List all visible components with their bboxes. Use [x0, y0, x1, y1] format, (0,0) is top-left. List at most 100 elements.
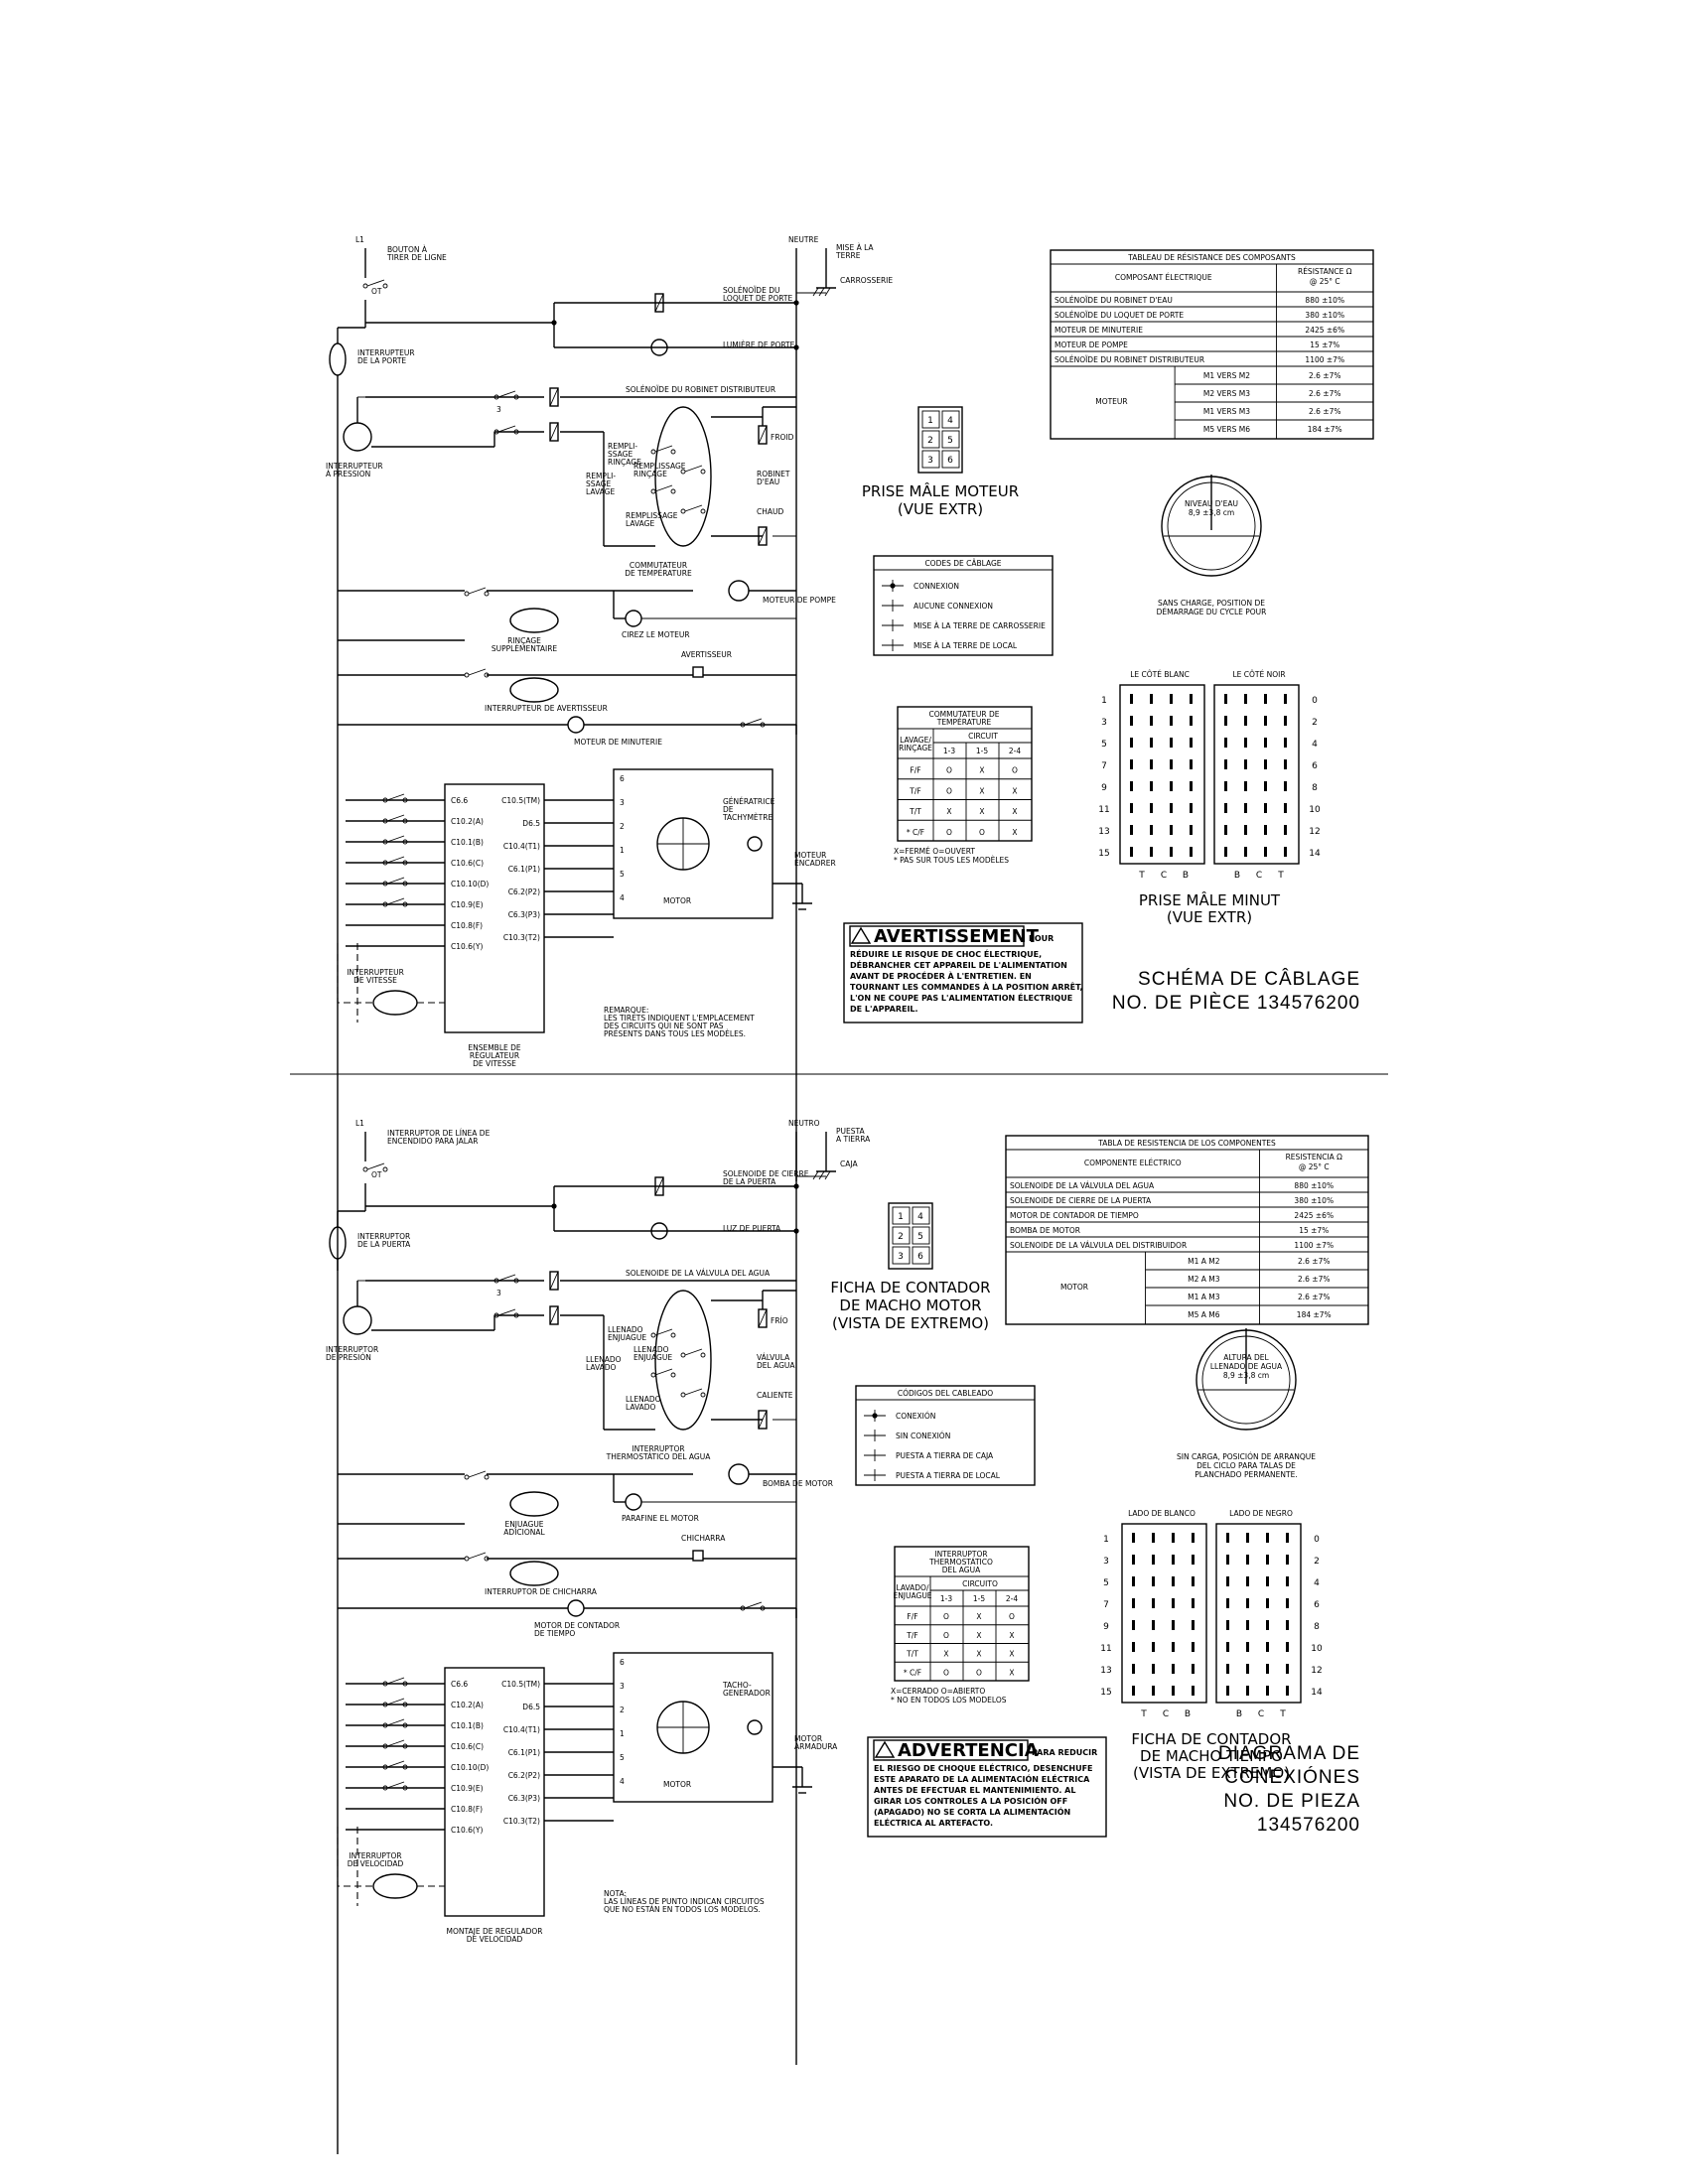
extra-rinse-label: RINÇAGE	[507, 636, 541, 645]
timer-pin	[1190, 847, 1193, 857]
wiring-code-item: PUESTA A TIERRA DE CAJA	[896, 1451, 994, 1460]
timer-pin	[1190, 781, 1193, 791]
resistance-table-header: RÉSISTANCE Ω	[1298, 267, 1352, 276]
fill-wash-label: LAVAGE	[626, 519, 654, 528]
circuit-state-cell: O	[979, 828, 985, 837]
timer-pin	[1244, 781, 1247, 791]
door-switch-label: INTERRUPTEUR	[357, 348, 415, 357]
timer-pin	[1284, 781, 1287, 791]
timer-pin	[1286, 1555, 1289, 1565]
timer-plug-caption: PRISE MÂLE MINUT	[1139, 890, 1281, 909]
timer-pin	[1226, 1620, 1229, 1630]
resistance-table-header: @ 25° C	[1310, 277, 1340, 286]
timer-pin	[1286, 1598, 1289, 1608]
door-lock-solenoid-label: SOLÉNOÏDE DU	[723, 286, 779, 295]
timer-pin-number: 2	[1312, 718, 1318, 728]
timer-pin-number: 14	[1311, 1688, 1323, 1698]
schematic-note: NOTA:	[604, 1889, 627, 1898]
water-level-note: DEL CICLO PARA TALAS DE	[1196, 1461, 1296, 1470]
timer-contact-label: C6.2(P2)	[508, 1771, 540, 1780]
ground-label: TERRE	[835, 251, 861, 260]
drive-motor-label: CIREZ LE MOTEUR	[622, 630, 690, 639]
timer-pin-number: 13	[1098, 827, 1109, 837]
circuit-state-cell: X	[976, 1631, 981, 1640]
door-switch-label: DE LA PUERTA	[357, 1240, 411, 1249]
speed-switch-label: INTERRUPTOR	[349, 1851, 401, 1860]
water-valve-label: VÁLVULA	[757, 1353, 790, 1362]
schematic-note: REMARQUE:	[604, 1006, 648, 1015]
temperature-switch-label: THERMOSTÁTICO DEL AGUA	[606, 1452, 712, 1461]
wiring-code-item: CONNEXION	[914, 582, 959, 591]
timer-column-label: C	[1258, 1709, 1264, 1719]
pressure-switch-label: À PRESSION	[326, 470, 370, 478]
timer-contact-label: C10.6(C)	[451, 859, 484, 868]
timer-pin	[1244, 716, 1247, 726]
plug-pin-number: 6	[947, 456, 953, 466]
ot-label: OT	[371, 1170, 382, 1179]
hot-label: CHAUD	[757, 507, 783, 516]
timer-pin	[1132, 1533, 1135, 1543]
timer-column-label: T	[1138, 871, 1145, 881]
warning-text: GIRAR LOS CONTROLES A LA POSICIÓN OFF	[874, 1795, 1067, 1806]
speed-regulator-block	[444, 783, 545, 1033]
temp-table-title: DEL AGUA	[942, 1566, 981, 1574]
resistance-table-header: COMPOSANT ÉLECTRIQUE	[1115, 273, 1212, 282]
timer-pin	[1264, 803, 1267, 813]
timer-pin	[1130, 738, 1133, 748]
motor-pin-label: 6	[620, 1658, 625, 1667]
resistance-component-cell: MOTOR DE CONTADOR DE TIEMPO	[1010, 1211, 1139, 1220]
warning-triangle-icon	[874, 1740, 896, 1758]
timer-contact-label: C10.8(F)	[451, 1805, 483, 1814]
plug-pin-number: 4	[917, 1212, 923, 1222]
door-light-label: LUMIÈRE DE PORTE	[723, 341, 795, 349]
resistance-value-cell: 2.6 ±7%	[1298, 1275, 1331, 1284]
plug-pin-number: 3	[927, 456, 933, 466]
circuit-state-cell: X	[1009, 1650, 1014, 1659]
ground-label: PUESTA	[836, 1127, 866, 1136]
motor-pin-label: 4	[620, 893, 625, 902]
resistance-table-title: TABLEAU DE RÉSISTANCE DES COMPOSANTS	[1127, 253, 1296, 262]
regulator-label: MONTAJE DE REGULADOR	[447, 1927, 543, 1936]
timer-pin-number: 3	[1101, 718, 1107, 728]
timer-pin	[1246, 1686, 1249, 1696]
cabinet-label: CARROSSERIE	[840, 276, 893, 285]
timer-pin	[1244, 825, 1247, 835]
timer-column-label: B	[1185, 1709, 1191, 1719]
timer-pin	[1266, 1598, 1269, 1608]
timer-pin-number: 15	[1098, 849, 1109, 859]
schematic-note: LES TIRETS INDIQUENT L'EMPLACEMENT	[604, 1014, 755, 1023]
drawing-title: NO. DE PIÈCE 134576200	[1112, 993, 1360, 1014]
motor-box	[613, 1652, 774, 1803]
timer-contact-label: C10.6(Y)	[451, 942, 483, 951]
line-l1-label: L1	[355, 1119, 364, 1128]
timer-pin	[1266, 1642, 1269, 1652]
circuit-state-cell: X	[1012, 786, 1017, 795]
plug-pin-number: 4	[947, 416, 953, 426]
timer-pin-number: 5	[1103, 1578, 1109, 1588]
timer-pin-number: 9	[1101, 783, 1107, 793]
rinse-fill-label: LLENADO	[608, 1325, 643, 1334]
circuit-state-cell: X	[979, 786, 984, 795]
timer-plug-caption: (VUE EXTR)	[1167, 908, 1252, 926]
timer-pin-number: 12	[1309, 827, 1320, 837]
motor-pin-label: 4	[620, 1777, 625, 1786]
timer-pin	[1150, 847, 1153, 857]
timer-contact-label: C10.8(F)	[451, 921, 483, 930]
timer-pin	[1132, 1620, 1135, 1630]
timer-contact-label: C6.2(P2)	[508, 887, 540, 896]
timer-pin-number: 10	[1309, 805, 1321, 815]
temp-table-title: COMMUTATEUR DE	[928, 710, 999, 719]
wiring-codes-title: CODES DE CÂBLAGE	[924, 559, 1001, 568]
timer-pin	[1264, 781, 1267, 791]
resistance-value-cell: 2425 ±6%	[1294, 1211, 1334, 1220]
pull-button-label: ENCENDIDO PARA JALAR	[387, 1137, 478, 1146]
timer-pin-number: 5	[1101, 740, 1107, 750]
timer-pin	[1226, 1598, 1229, 1608]
motor-pair-cell: M5 VERS M6	[1203, 425, 1250, 434]
motor-pair-cell: M1 VERS M3	[1203, 407, 1250, 416]
